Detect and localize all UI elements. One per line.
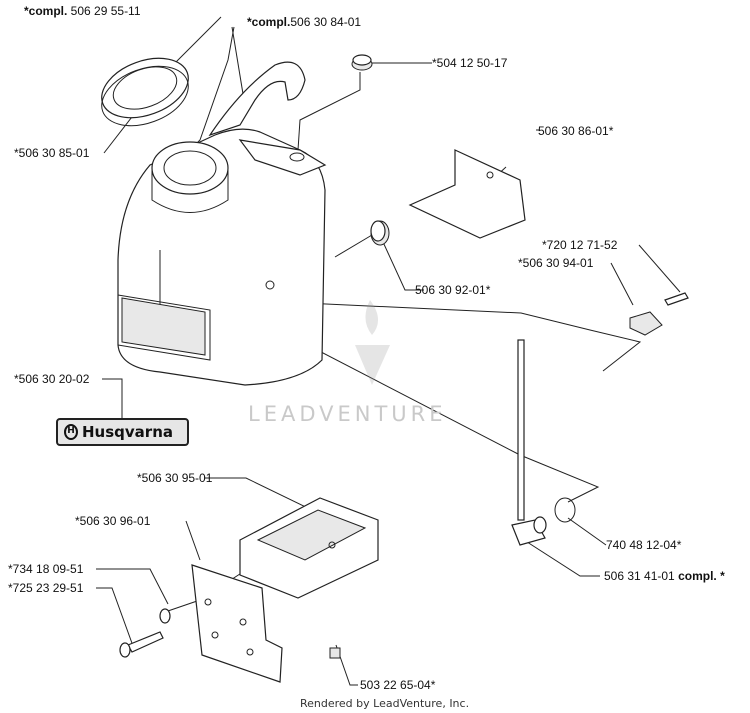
label-506-30-96-01: *506 30 96-01 [75, 514, 151, 528]
mounting-bracket [408, 149, 526, 239]
nut-part [370, 220, 390, 246]
pickup-tube [511, 339, 576, 546]
watermark-text: LEADVENTURE [248, 402, 447, 426]
label-compl-506-29-55-11: *compl. 506 29 55-11 [24, 4, 141, 18]
fuel-tank [117, 61, 327, 386]
filter-housing [239, 497, 379, 599]
watermark-logo [355, 300, 390, 385]
label-506-30-92-01: 506 30 92-01* [415, 283, 491, 297]
leader-lines [96, 16, 681, 686]
bolt-washer [119, 608, 171, 658]
grommet-part [351, 54, 373, 71]
footer-credit: Rendered by LeadVenture, Inc. [300, 697, 470, 710]
label-506-31-41-01: 506 31 41-01 compl. * [604, 569, 725, 583]
label-506-30-94-01: *506 30 94-01 [518, 256, 594, 270]
label-720-12-71-52: *720 12 71-52 [542, 238, 618, 252]
cover-plate [191, 564, 283, 683]
label-506-30-20-02: *506 30 20-02 [14, 372, 90, 386]
label-740-48-12-04: 740 48 12-04* [606, 538, 682, 552]
label-503-22-65-04: 503 22 65-04* [360, 678, 436, 692]
label-compl-506-30-84-01: *compl.506 30 84-01 [247, 15, 362, 29]
label-504-12-50-17: *504 12 50-17 [432, 56, 508, 70]
label-725-23-29-51: *725 23 29-51 [8, 581, 84, 595]
logo-text: Husqvarna [82, 423, 173, 441]
tank-cap [101, 57, 189, 127]
label-506-30-95-01: *506 30 95-01 [137, 471, 213, 485]
screw-clip [629, 292, 689, 336]
small-nut [329, 647, 341, 659]
label-506-30-85-01: *506 30 85-01 [14, 146, 90, 160]
label-506-30-86-01: 506 30 86-01* [538, 124, 614, 138]
label-734-18-09-51: *734 18 09-51 [8, 562, 84, 576]
husqvarna-crown-icon: H [64, 424, 78, 440]
